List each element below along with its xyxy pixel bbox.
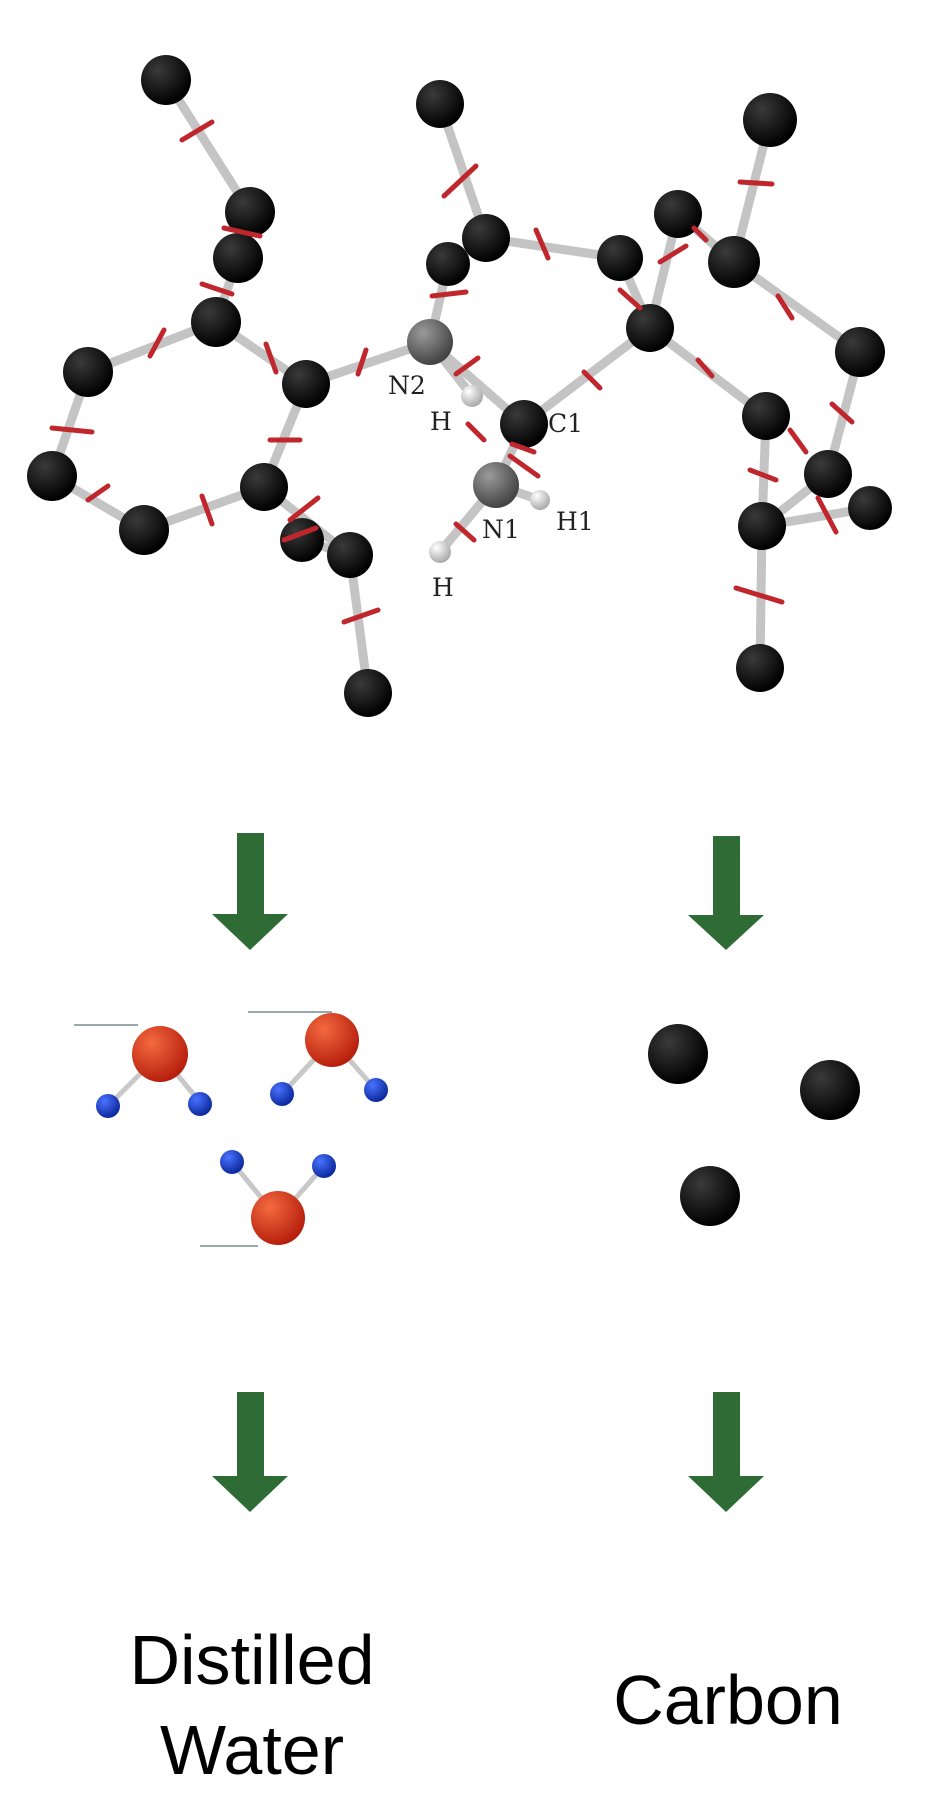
label-h-left: H	[430, 407, 452, 436]
label-n1: N1	[482, 515, 520, 544]
carbon-atom	[743, 93, 797, 147]
water-molecule	[74, 1024, 212, 1118]
nitrogen-atom-n1	[473, 462, 519, 508]
carbon-atom	[191, 297, 241, 347]
carbon-atom	[680, 1166, 740, 1226]
carbon-atom	[654, 190, 702, 238]
arrow-down-icon	[688, 836, 764, 950]
arrow-down-icon	[212, 1392, 288, 1512]
carbon-atom	[500, 400, 548, 448]
distilled-water-label: Distilled Water	[52, 1615, 452, 1795]
arrows	[212, 833, 764, 1512]
molecule-atoms	[27, 55, 892, 717]
label-h1: H1	[556, 507, 594, 536]
carbon-atom	[626, 304, 674, 352]
hydrogen-atom	[429, 541, 451, 563]
label-n2: N2	[388, 371, 426, 400]
carbon-atoms	[648, 1024, 860, 1226]
molecule-bonds	[47, 75, 875, 698]
carbon-label: Carbon	[613, 1661, 843, 1739]
carbon-atom	[344, 669, 392, 717]
carbon-atom	[597, 235, 643, 281]
carbon-atom	[27, 451, 77, 501]
carbon-atom	[141, 55, 191, 105]
distilled-water-label-line1: Distilled	[129, 1621, 375, 1699]
water-molecules	[74, 1011, 388, 1247]
carbon-atom	[738, 502, 786, 550]
hydrogen-atom	[461, 385, 483, 407]
carbon-atom	[240, 463, 288, 511]
carbon-atom	[327, 532, 373, 578]
label-c1: C1	[548, 409, 583, 438]
bond-cut-marks	[49, 119, 855, 625]
carbon-atom	[708, 236, 760, 288]
carbon-atom	[225, 187, 275, 237]
water-molecule	[248, 1011, 388, 1106]
carbon-atom	[848, 486, 892, 530]
carbon-atom	[426, 242, 470, 286]
carbon-atom	[213, 233, 263, 283]
carbon-atom	[800, 1060, 860, 1120]
carbon-atom	[462, 214, 510, 262]
carbon-atom	[742, 392, 790, 440]
carbon-atom	[736, 644, 784, 692]
water-molecule	[200, 1150, 336, 1247]
carbon-atom	[648, 1024, 708, 1084]
atom-labels: N2 H C1 N1 H1 H	[388, 371, 594, 602]
carbon-atom	[416, 80, 464, 128]
carbon-atom	[282, 360, 330, 408]
label-h-bottom: H	[432, 573, 454, 602]
carbon-atom	[119, 505, 169, 555]
hydrogen-atom	[530, 490, 550, 510]
arrow-down-icon	[212, 833, 288, 950]
nitrogen-atom-n2	[407, 319, 453, 365]
arrow-down-icon	[688, 1392, 764, 1512]
carbon-atom	[804, 450, 852, 498]
carbon-atom	[835, 327, 885, 377]
carbon-atom	[63, 347, 113, 397]
distilled-water-label-line2: Water	[159, 1711, 345, 1789]
